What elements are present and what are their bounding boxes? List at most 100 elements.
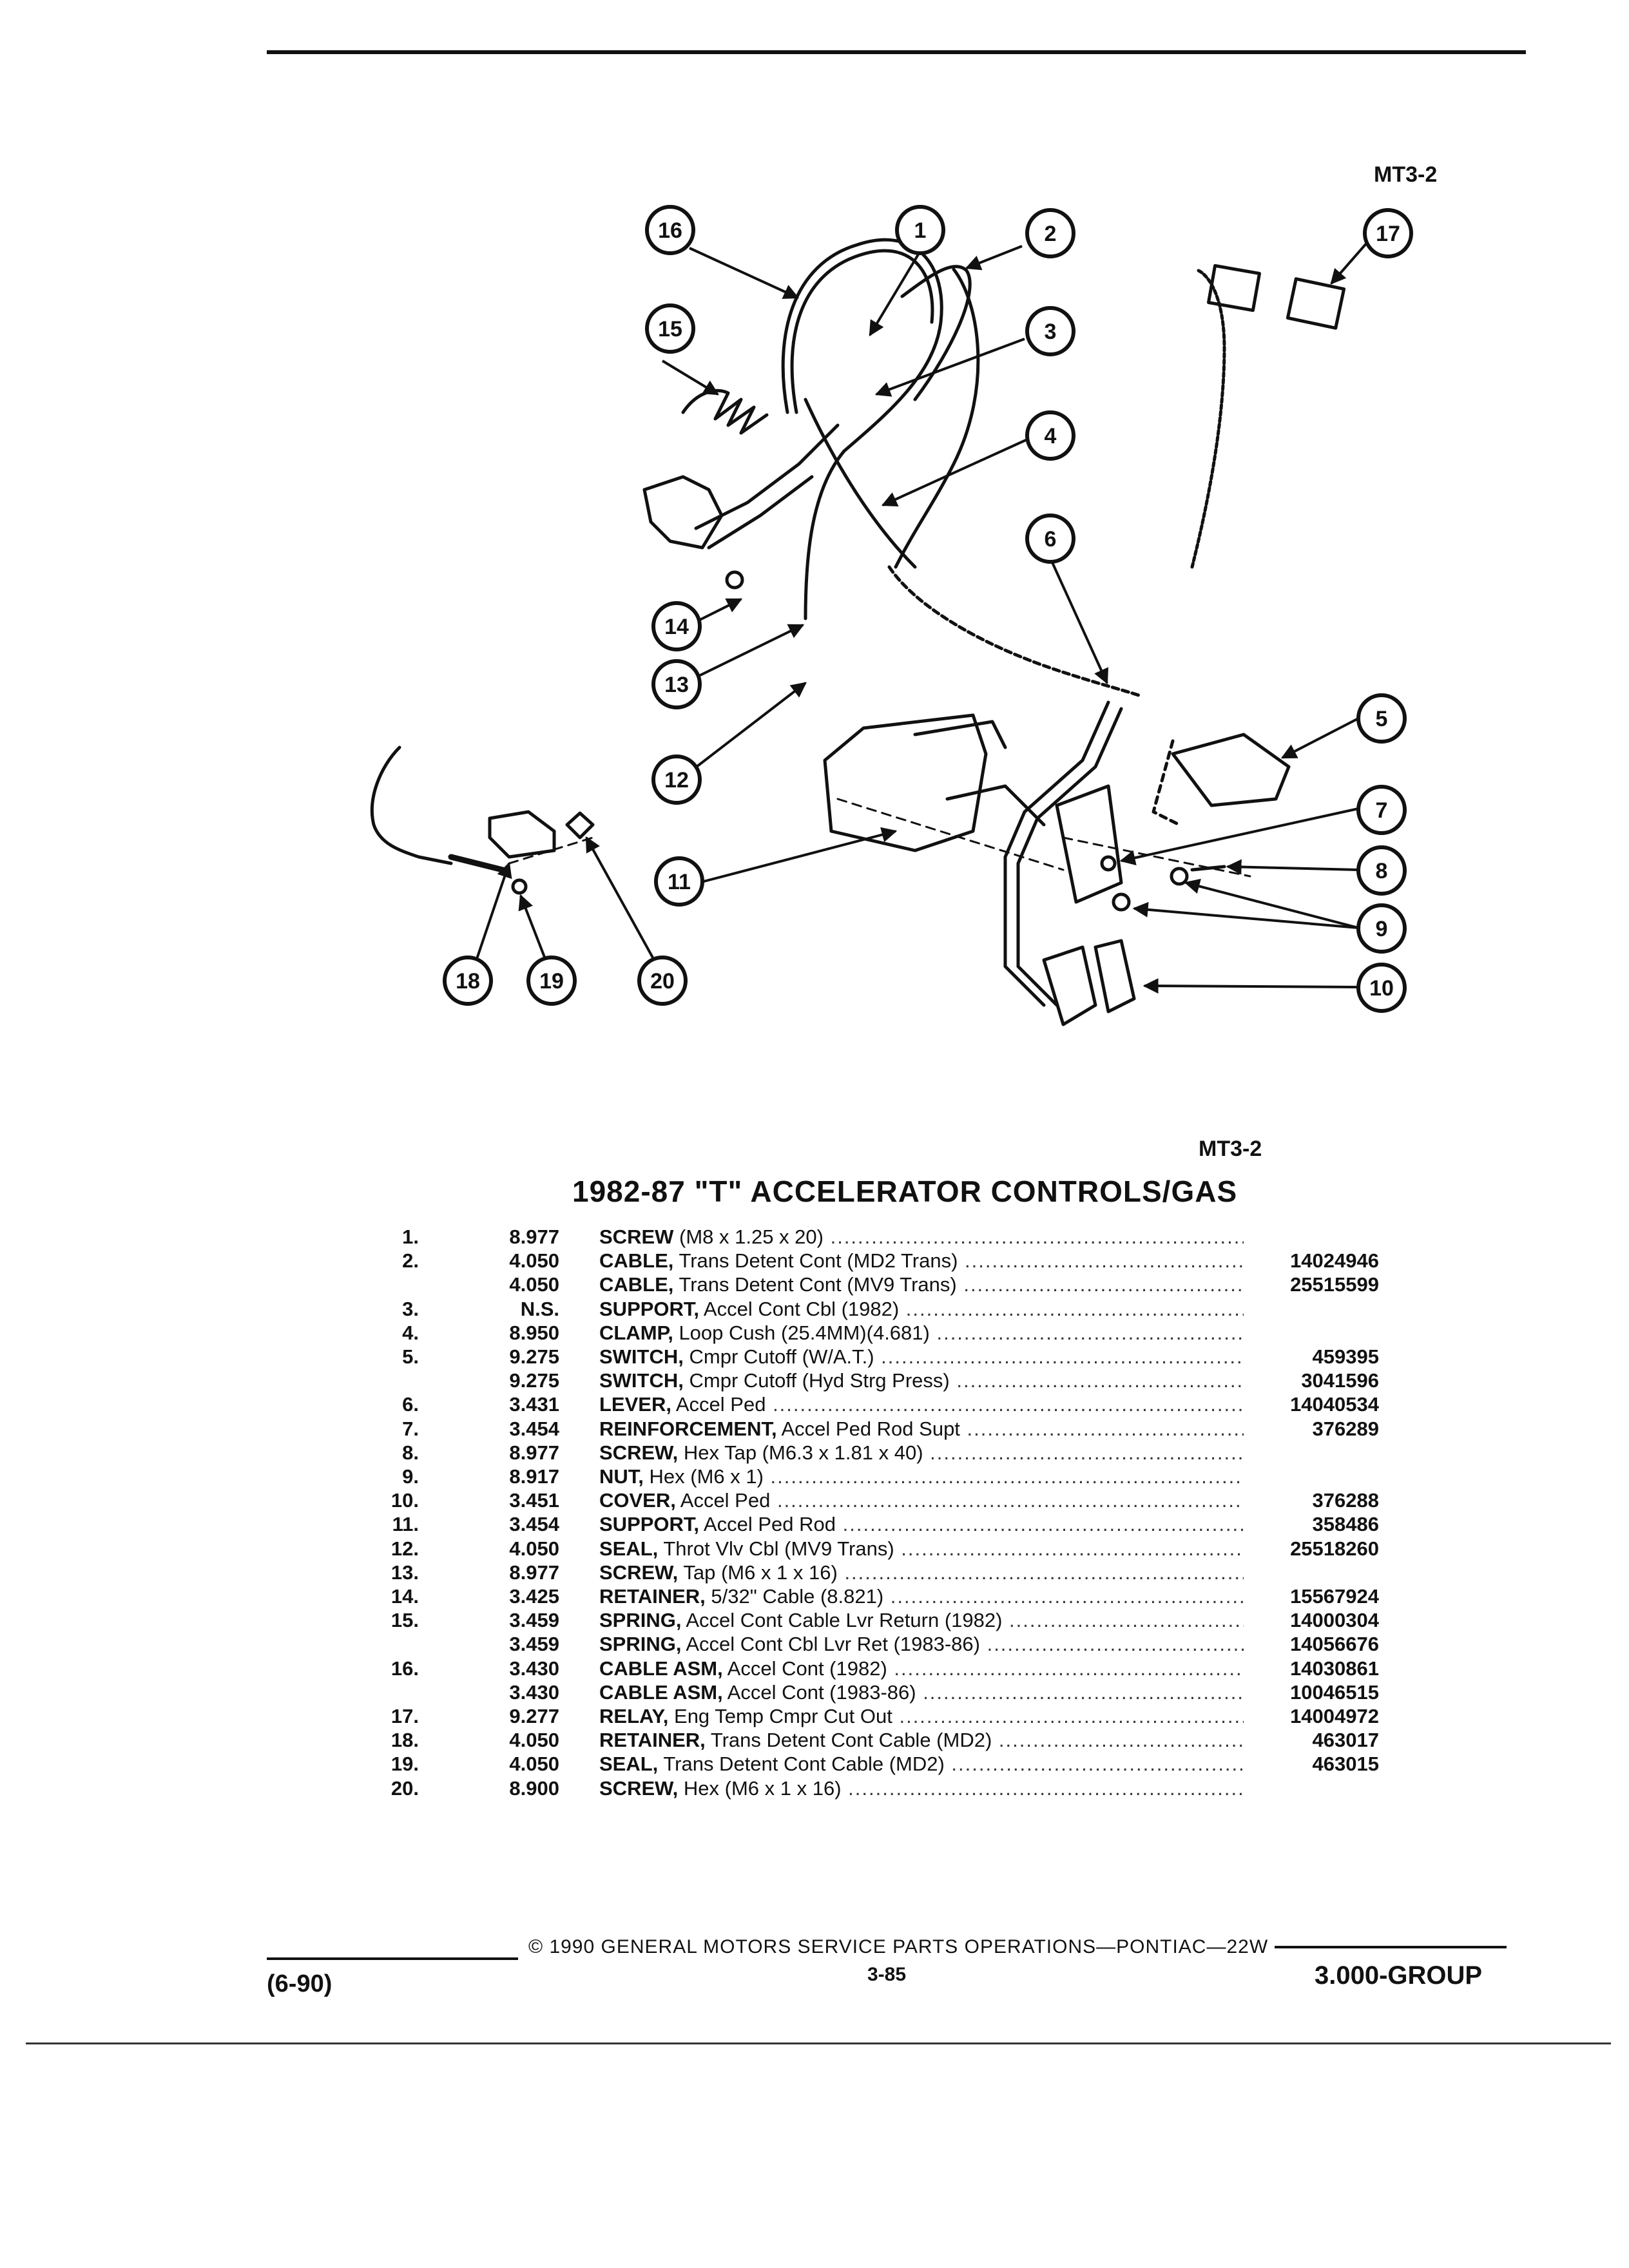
callout-label: 11 bbox=[668, 870, 691, 894]
part-description: SUPPORT, Accel Ped Rod .................… bbox=[599, 1513, 1244, 1536]
part-number: 14000304 bbox=[1290, 1609, 1379, 1632]
dot-leader: ........................................… bbox=[848, 1776, 1244, 1800]
group-number: 3.425 bbox=[509, 1585, 559, 1608]
dot-leader: ........................................… bbox=[967, 1417, 1244, 1440]
callout-label: 13 bbox=[664, 673, 689, 697]
item-number: 10. bbox=[390, 1489, 419, 1512]
callout-8 bbox=[1356, 845, 1407, 896]
callout-18 bbox=[443, 956, 493, 1006]
dot-leader: ........................................… bbox=[930, 1441, 1244, 1464]
callout-circles bbox=[443, 205, 1413, 1013]
item-number: 7. bbox=[402, 1417, 419, 1440]
part-name: CABLE, bbox=[599, 1249, 674, 1273]
group-number: 3.451 bbox=[509, 1489, 559, 1512]
group-number: 3.459 bbox=[509, 1609, 559, 1632]
callout-label: 9 bbox=[1376, 917, 1388, 941]
part-detail: Hex (M6 x 1 x 16) bbox=[678, 1776, 842, 1800]
parts-list-title: 1982-87 "T" ACCELERATOR CONTROLS/GAS bbox=[572, 1175, 1238, 1208]
part-description: SCREW (M8 x 1.25 x 20) .................… bbox=[599, 1225, 1244, 1249]
part-detail: Eng Temp Cmpr Cut Out bbox=[668, 1705, 892, 1727]
callout-5 bbox=[1356, 693, 1407, 744]
group-number: 8.977 bbox=[509, 1225, 559, 1248]
table-row: 15. 3.459 SPRING, Accel Cont Cable Lvr Ret… bbox=[0, 1609, 1629, 1632]
part-description: CLAMP, Loop Cush (25.4MM)(4.681) .......… bbox=[599, 1321, 1244, 1345]
group-number: 4.050 bbox=[509, 1249, 559, 1273]
part-description: SPRING, Accel Cont Cable Lvr Return (198… bbox=[599, 1609, 1244, 1632]
callout-label: 14 bbox=[664, 615, 689, 639]
callout-20 bbox=[637, 956, 688, 1006]
part-detail: Accel Ped Rod bbox=[699, 1513, 836, 1536]
callout-2 bbox=[1025, 208, 1075, 258]
item-number: 1. bbox=[402, 1225, 419, 1248]
figure-code-bottom: MT3-2 bbox=[1199, 1137, 1262, 1161]
part-detail: Accel Cont Cable Lvr Return (1982) bbox=[681, 1609, 1003, 1632]
item-number: 6. bbox=[402, 1393, 419, 1416]
part-detail: Trans Detent Cont Cable (MD2) bbox=[705, 1729, 992, 1752]
dot-leader: ........................................… bbox=[776, 1489, 1244, 1512]
copyright-line: © 1990 GENERAL MOTORS SERVICE PARTS OPER… bbox=[528, 1936, 1269, 1957]
part-detail: Accel Ped Rod Supt bbox=[776, 1417, 960, 1440]
part-detail: Trans Detent Cont Cable (MD2) bbox=[658, 1753, 945, 1776]
callout-13 bbox=[651, 659, 702, 709]
callout-11 bbox=[654, 856, 704, 907]
part-description: SEAL, Trans Detent Cont Cable (MD2) ....… bbox=[599, 1753, 1244, 1776]
dot-leader: ........................................… bbox=[998, 1729, 1244, 1752]
part-number: 459395 bbox=[1312, 1345, 1379, 1368]
callout-19 bbox=[526, 956, 577, 1006]
part-number: 14056676 bbox=[1290, 1633, 1379, 1656]
part-name: SPRING, bbox=[599, 1633, 682, 1656]
dot-leader: ........................................… bbox=[1009, 1609, 1244, 1632]
dot-leader: ........................................… bbox=[770, 1465, 1244, 1488]
item-number: 13. bbox=[390, 1561, 419, 1584]
part-description: SWITCH, Cmpr Cutoff (Hyd Strg Press) ...… bbox=[599, 1369, 1244, 1392]
item-number: 18. bbox=[390, 1729, 419, 1752]
part-name: NUT, bbox=[599, 1465, 644, 1488]
part-detail: Hex (M6 x 1) bbox=[643, 1465, 764, 1488]
callout-4 bbox=[1025, 410, 1075, 461]
group-number: 4.050 bbox=[509, 1753, 559, 1776]
part-name: SEAL, bbox=[599, 1753, 659, 1776]
item-number: 15. bbox=[390, 1609, 419, 1632]
group-number: 9.275 bbox=[509, 1369, 559, 1392]
table-row: 1. 8.977 SCREW (M8 x 1.25 x 20) ..........… bbox=[0, 1225, 1629, 1249]
item-number: 12. bbox=[390, 1537, 419, 1560]
part-name: SPRING, bbox=[599, 1609, 682, 1632]
part-detail: Accel Ped bbox=[671, 1393, 766, 1416]
part-name: CABLE, bbox=[599, 1273, 674, 1296]
item-number: 8. bbox=[402, 1441, 419, 1464]
callout-6 bbox=[1025, 514, 1075, 564]
part-detail: Accel Cont Cbl (1982) bbox=[699, 1297, 900, 1320]
item-number: 20. bbox=[390, 1776, 419, 1800]
part-number: 358486 bbox=[1312, 1513, 1379, 1536]
part-description: CABLE ASM, Accel Cont (1982) ...........… bbox=[599, 1657, 1244, 1680]
part-name: RELAY, bbox=[599, 1705, 669, 1727]
callout-label: 17 bbox=[1376, 222, 1400, 246]
part-description: CABLE ASM, Accel Cont (1983-86) ........… bbox=[599, 1681, 1244, 1704]
part-description: SCREW, Tap (M6 x 1 x 16) ...............… bbox=[599, 1561, 1244, 1584]
part-number: 15567924 bbox=[1290, 1585, 1379, 1608]
group-number: 8.977 bbox=[509, 1441, 559, 1464]
footer-rule-right bbox=[1275, 1946, 1507, 1948]
part-detail: Throt Vlv Cbl (MV9 Trans) bbox=[658, 1537, 894, 1560]
dot-leader: ........................................… bbox=[965, 1249, 1244, 1273]
part-detail: Loop Cush (25.4MM)(4.681) bbox=[673, 1321, 930, 1344]
part-description: SEAL, Throt Vlv Cbl (MV9 Trans) ........… bbox=[599, 1537, 1244, 1561]
group-number: 3.454 bbox=[509, 1513, 559, 1536]
callout-15 bbox=[645, 303, 695, 354]
callout-16 bbox=[645, 205, 695, 255]
dot-leader: ........................................… bbox=[956, 1369, 1244, 1392]
part-detail: Accel Cont Cbl Lvr Ret (1983-86) bbox=[681, 1633, 980, 1656]
part-description: REINFORCEMENT, Accel Ped Rod Supt ......… bbox=[599, 1418, 1244, 1441]
callout-label: 18 bbox=[456, 969, 480, 994]
part-description: RETAINER, Trans Detent Cont Cable (MD2) … bbox=[599, 1729, 1244, 1752]
part-description: NUT, Hex (M6 x 1) ......................… bbox=[599, 1465, 1244, 1488]
